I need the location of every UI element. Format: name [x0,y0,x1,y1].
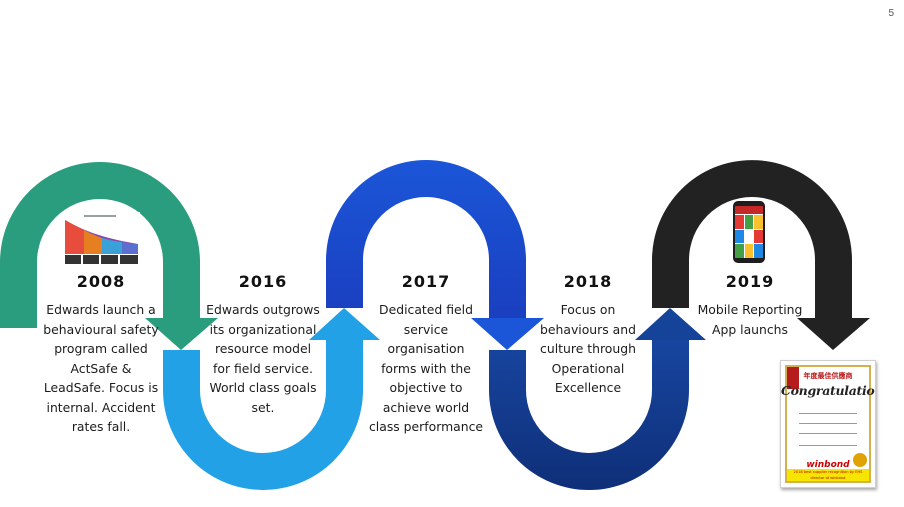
ribbon-arrow-navy [635,308,706,340]
certificate-heading: 年度最佳供應商 [803,371,853,380]
page-number: 5 [888,8,894,19]
ribbon-segment-black [652,160,852,318]
ribbon-arrow-black [797,318,870,350]
ribbon-segment-green [0,162,200,328]
certificate-title: Congratulations [781,383,875,398]
certificate-footer: 2018 best supplier recognition by EHS di… [787,469,869,481]
ribbon-segment-navy [489,340,689,490]
certificate-brand: winbond [806,460,850,470]
ribbon-arrow-light-blue [309,308,380,340]
ribbon-segment-blue [326,160,526,318]
milestone-year-2016: 2016 [238,272,288,291]
ribbon-arrow-blue [471,318,544,350]
ribbon-segment-light-blue [163,340,363,490]
milestone-year-2008: 2008 [76,272,126,291]
certificate-seal-icon [853,453,867,467]
certificate-ornament-icon [787,367,799,389]
award-certificate: 年度最佳供應商 Congratulations winbond 2018 bes… [780,360,876,488]
milestone-year-2018: 2018 [563,272,613,291]
mobile-phone-icon [733,201,765,263]
milestone-year-2017: 2017 [401,272,451,291]
milestone-year-2019: 2019 [725,272,775,291]
ribbon-arrow-green [145,318,218,350]
chart-thumbnail-icon [62,212,140,266]
